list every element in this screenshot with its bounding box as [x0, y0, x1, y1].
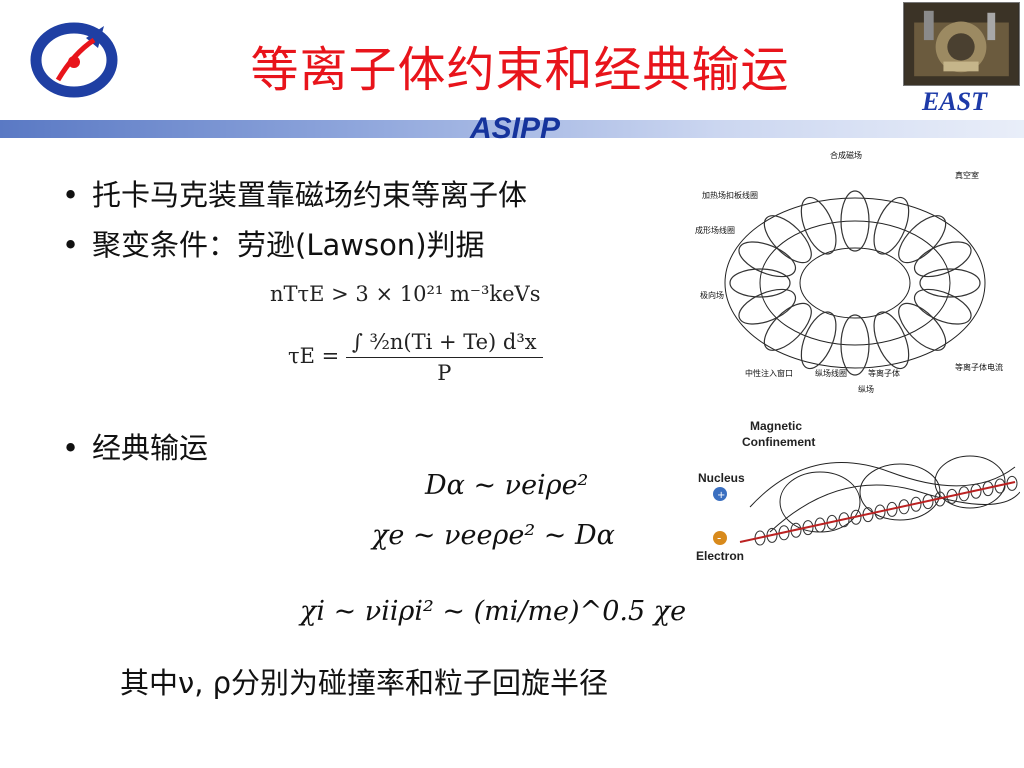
toroidal-coil-icon	[840, 190, 870, 252]
header-subtitle: ASIPP	[470, 112, 561, 145]
lawson-numerator: ∫ ³⁄₂n(Ti + Te) d³x	[345, 330, 543, 358]
lawson-equation-1: nTτE > 3 × 10²¹ m⁻³keVs	[270, 282, 541, 306]
fig-label: 真空室	[955, 170, 979, 180]
bullet-text: 经典输运	[92, 431, 209, 465]
toroidal-coil-icon	[763, 215, 812, 264]
asipp-logo	[30, 22, 118, 98]
east-label: EAST	[922, 87, 988, 116]
fig-title-line2: Confinement	[742, 435, 815, 449]
lawson-denominator: P	[437, 361, 452, 385]
lawson-equation-2-lhs: τE =	[288, 344, 340, 368]
toroidal-coil-icon	[738, 288, 797, 325]
fig-title-line1: Magnetic	[750, 419, 802, 433]
bullet-text: 托卡马克装置靠磁场约束等离子体	[92, 178, 528, 212]
bullet-dot-icon: •	[62, 431, 80, 465]
fig-label: 等离子体电流	[955, 362, 1003, 372]
toroidal-coil-icon	[898, 302, 947, 351]
page-title: 等离子体约束和经典输运	[250, 42, 790, 98]
fig-label: 等离子体	[868, 368, 900, 378]
transport-equation-1: Dα ~ νeiρe²	[425, 470, 589, 501]
electron-label: Electron	[696, 549, 744, 563]
fig-label: 中性注入窗口	[745, 368, 793, 378]
minus-sign: -	[717, 531, 721, 545]
lawson-fraction: ∫ ³⁄₂n(Ti + Te) d³x P	[345, 330, 543, 385]
toroidal-coil-icon	[738, 241, 797, 278]
symbol-note: 其中ν, ρ分别为碰撞率和粒子回旋半径	[120, 666, 609, 700]
nucleus-label: Nucleus	[698, 471, 745, 485]
toroidal-coil-icon	[919, 268, 981, 298]
plus-sign: +	[717, 490, 725, 501]
transport-equation-3: χi ~ νiiρi² ~ (mi/me)^0.5 χe	[300, 596, 687, 627]
bullet-item: • 聚变条件：劳逊(Lawson)判据	[62, 222, 485, 264]
nucleus-icon	[713, 487, 727, 501]
fig-label: 加热场扣板线圈	[702, 190, 758, 200]
bullet-item: • 托卡马克装置靠磁场约束等离子体	[62, 172, 527, 214]
fig-label: 纵场线圈	[815, 368, 847, 378]
toroidal-coil-icon	[873, 311, 910, 370]
bullet-dot-icon: •	[62, 178, 80, 212]
lawson-equation-2: τE = ∫ ³⁄₂n(Ti + Te) d³x P	[288, 330, 543, 385]
transport-equation-2: χe ~ νeeρe² ~ Dα	[372, 520, 615, 551]
magnetic-confinement-diagram: Magnetic Confinement Nucleus + - Electro…	[690, 412, 1020, 570]
electron-icon	[713, 531, 727, 545]
tokamak-diagram: 合成磁场 真空室 加热场扣板线圈 成形场线圈 极向场 中性注入窗口 纵场线圈 等…	[690, 148, 1020, 398]
bullet-dot-icon: •	[62, 228, 80, 262]
toroidal-coil-icon	[913, 288, 972, 325]
bullet-item: • 经典输运	[62, 425, 208, 467]
east-device-photo	[903, 2, 1020, 86]
toroidal-coil-icon	[873, 196, 910, 255]
fig-label: 成形场线圈	[695, 225, 735, 235]
fig-label: 合成磁场	[830, 150, 862, 160]
bullet-text: 聚变条件：劳逊(Lawson)判据	[92, 228, 485, 262]
toroidal-coil-icon	[800, 196, 837, 255]
fig-label: 极向场	[700, 290, 724, 300]
fig-label: 纵场	[858, 385, 874, 394]
toroidal-coil-icon	[800, 311, 837, 370]
toroidal-coil-icon	[729, 268, 791, 298]
toroidal-coil-icon	[913, 241, 972, 278]
header-divider-bar	[0, 120, 1024, 138]
toroidal-coil-icon	[840, 314, 870, 376]
